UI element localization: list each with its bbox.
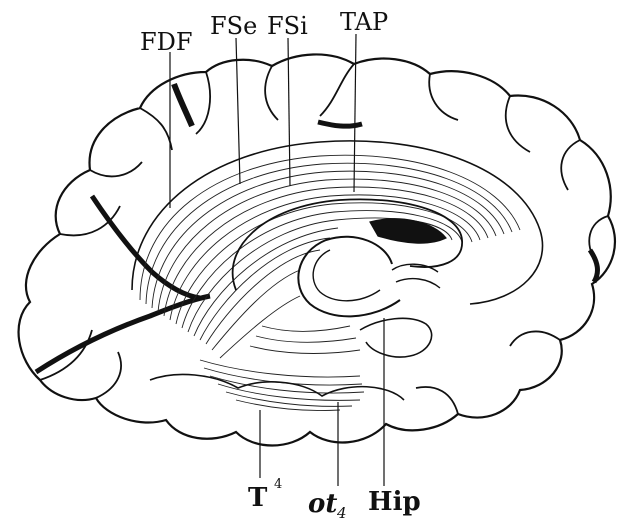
hippocampal-loop-inner xyxy=(313,250,380,301)
label-ot-subscript: 4 xyxy=(336,504,347,522)
temporal-hatching xyxy=(200,326,364,411)
thalamus-curve xyxy=(392,264,438,272)
lateral-ventricle xyxy=(370,219,446,243)
gyrus-line xyxy=(196,72,210,134)
gyrus-line xyxy=(506,96,530,152)
gyrus-line xyxy=(429,74,458,120)
label-ot: ot xyxy=(308,489,337,519)
fiber-hatching xyxy=(140,155,520,358)
sulcus xyxy=(590,250,597,282)
leader-line-tap xyxy=(354,34,356,192)
label-t-superscript: 4 xyxy=(274,477,282,492)
cingulate-boundary xyxy=(132,141,543,304)
gyrus-line xyxy=(510,331,560,346)
hemisphere-outline xyxy=(19,54,615,445)
label-fdf: FDF xyxy=(140,28,193,56)
gyrus-line xyxy=(90,162,142,176)
leader-line-fsi xyxy=(288,38,290,186)
gyrus-line xyxy=(320,64,354,116)
gyrus-line xyxy=(561,140,580,190)
label-hip: Hip xyxy=(368,487,421,517)
gyrus-line xyxy=(265,66,278,120)
label-fse: FSe xyxy=(210,12,257,40)
label-t: T xyxy=(248,483,268,513)
sulcus xyxy=(36,296,210,372)
label-tap: TAP xyxy=(340,8,388,36)
temporal-outline xyxy=(150,374,404,400)
gyrus-line xyxy=(140,108,172,150)
leader-lines xyxy=(170,34,384,486)
label-fsi: FSi xyxy=(267,12,308,40)
corpus-callosum xyxy=(233,199,462,290)
sulcus xyxy=(174,84,192,126)
thalamus-curve xyxy=(396,279,440,288)
hippocampus-outline xyxy=(360,318,432,357)
gyrus-line xyxy=(96,352,121,398)
gyrus-line xyxy=(416,387,458,414)
